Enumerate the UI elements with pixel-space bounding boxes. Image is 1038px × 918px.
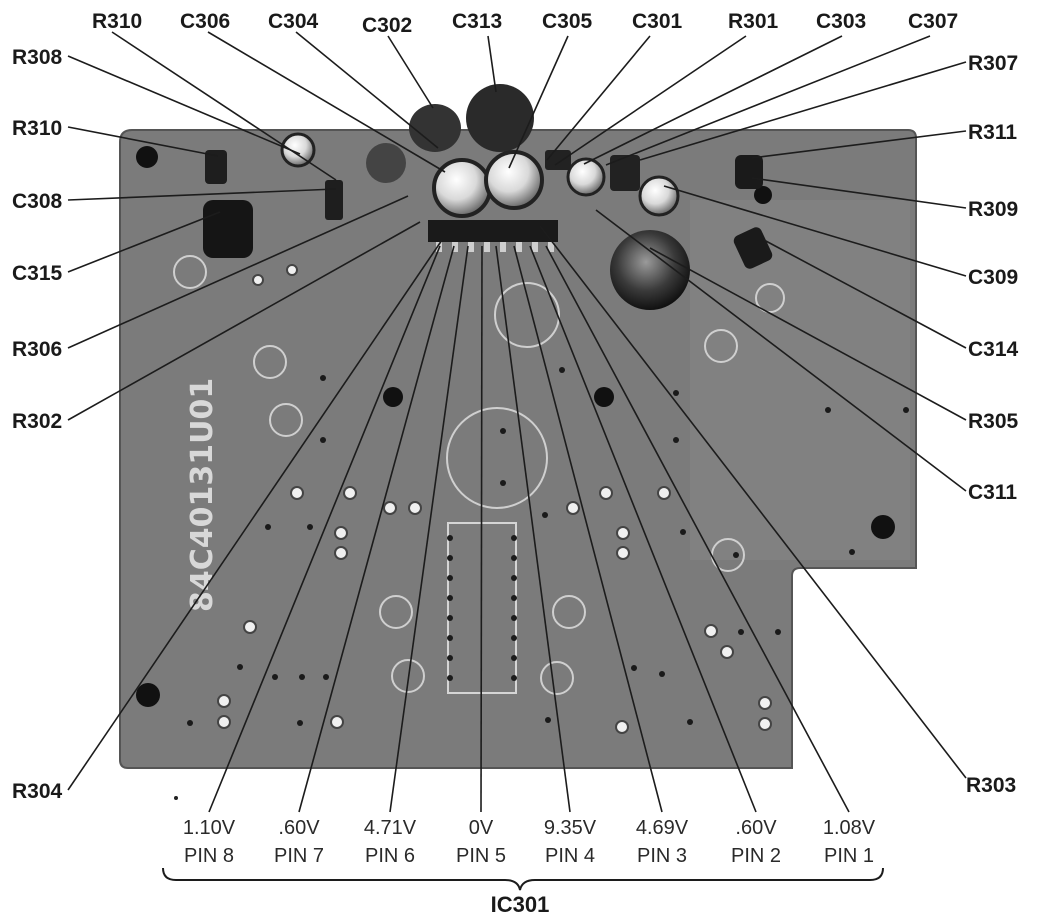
pin6-voltage: 4.71V [364, 817, 417, 839]
silk-circle [253, 345, 287, 379]
labels-top: R310 C306 C304 C302 C313 C305 C301 R301 … [92, 10, 958, 37]
component-c315 [203, 200, 253, 258]
label-r302: R302 [12, 410, 62, 433]
silk-circle [391, 659, 425, 693]
silk-circle [379, 595, 413, 629]
component-c314 [733, 227, 773, 269]
label-r311: R311 [968, 121, 1017, 144]
label-c301: C301 [632, 10, 683, 33]
pin2-label: PIN 2 [731, 845, 781, 867]
label-r310-left: R310 [12, 117, 62, 140]
mounting-hole [594, 387, 614, 407]
label-r309: R309 [968, 198, 1018, 221]
pin1-voltage: 1.08V [823, 817, 876, 839]
capacitor-c305 [484, 150, 544, 210]
label-r303: R303 [966, 774, 1016, 797]
capacitor-c313 [466, 84, 534, 152]
label-c303: C303 [816, 10, 866, 33]
label-c314: C314 [968, 338, 1019, 361]
pin-voltages: 1.10V PIN 8 .60V PIN 7 4.71V PIN 6 0V PI… [183, 817, 876, 867]
pin8-voltage: 1.10V [183, 817, 236, 839]
component-r311 [735, 155, 763, 189]
silk-circle [173, 255, 207, 289]
component-r307 [610, 155, 640, 191]
silk-circle [269, 403, 303, 437]
component-r301 [545, 150, 571, 170]
pin3-voltage: 4.69V [636, 817, 689, 839]
pin6-label: PIN 6 [365, 845, 415, 867]
board-vias [187, 367, 909, 726]
ic301-body [428, 220, 558, 242]
mounting-hole [383, 387, 403, 407]
label-r306: R306 [12, 338, 62, 361]
pin3-label: PIN 3 [637, 845, 687, 867]
label-r307: R307 [968, 52, 1018, 75]
component-c308 [325, 180, 343, 220]
components [203, 84, 773, 310]
label-r305: R305 [968, 410, 1019, 433]
label-c315: C315 [12, 262, 63, 285]
label-r301: R301 [728, 10, 779, 33]
capacitor-c309 [638, 175, 680, 217]
silk-circle [552, 595, 586, 629]
pin2-voltage: .60V [735, 817, 777, 839]
capacitor-c303 [566, 157, 606, 197]
label-c308: C308 [12, 190, 63, 213]
capacitor-c302 [409, 104, 461, 152]
ic-brace [162, 867, 884, 891]
silk-circle [446, 407, 548, 509]
board-shade [690, 200, 910, 560]
ic-pads [447, 535, 517, 681]
mounting-hole [136, 146, 158, 168]
label-c302: C302 [362, 14, 412, 37]
label-c304: C304 [268, 10, 319, 33]
capacitor-c311 [610, 230, 690, 310]
silk-circle [540, 661, 574, 695]
silk-circle [755, 283, 785, 313]
pin8-label: PIN 8 [184, 845, 234, 867]
pin5-voltage: 0V [469, 817, 494, 839]
silk-pads [217, 264, 772, 734]
board-marking: 84C40131U01 [185, 378, 220, 612]
labels-right: R307 R311 R309 C309 C314 R305 C311 R303 [966, 52, 1019, 797]
label-c309: C309 [968, 266, 1018, 289]
pin1-label: PIN 1 [824, 845, 874, 867]
mounting-hole [871, 515, 895, 539]
label-c305: C305 [542, 10, 593, 33]
silk-circle [704, 329, 738, 363]
label-r308: R308 [12, 46, 63, 69]
label-r310-top: R310 [92, 10, 142, 33]
capacitor-c304 [366, 143, 406, 183]
label-c313: C313 [452, 10, 502, 33]
capacitor-r308 [280, 132, 316, 168]
mounting-hole [136, 683, 160, 707]
ic301-label: IC301 [491, 892, 550, 917]
leader-lines [67, 31, 967, 813]
label-c306: C306 [180, 10, 230, 33]
pin4-label: PIN 4 [545, 845, 595, 867]
mounting-hole [754, 186, 772, 204]
pin4-voltage: 9.35V [544, 817, 597, 839]
pcb-board: 84C40131U01 [119, 84, 917, 769]
pin7-voltage: .60V [278, 817, 320, 839]
component-r310 [205, 150, 227, 184]
stray-dot [174, 796, 178, 800]
labels-left: R308 R310 C308 C315 R306 R302 R304 [12, 46, 63, 803]
label-r304: R304 [12, 780, 63, 803]
pin5-label: PIN 5 [456, 845, 506, 867]
label-c307: C307 [908, 10, 958, 33]
silk-circle [494, 282, 560, 348]
pin7-label: PIN 7 [274, 845, 324, 867]
capacitor-c306 [432, 158, 492, 218]
label-c311: C311 [968, 481, 1017, 504]
